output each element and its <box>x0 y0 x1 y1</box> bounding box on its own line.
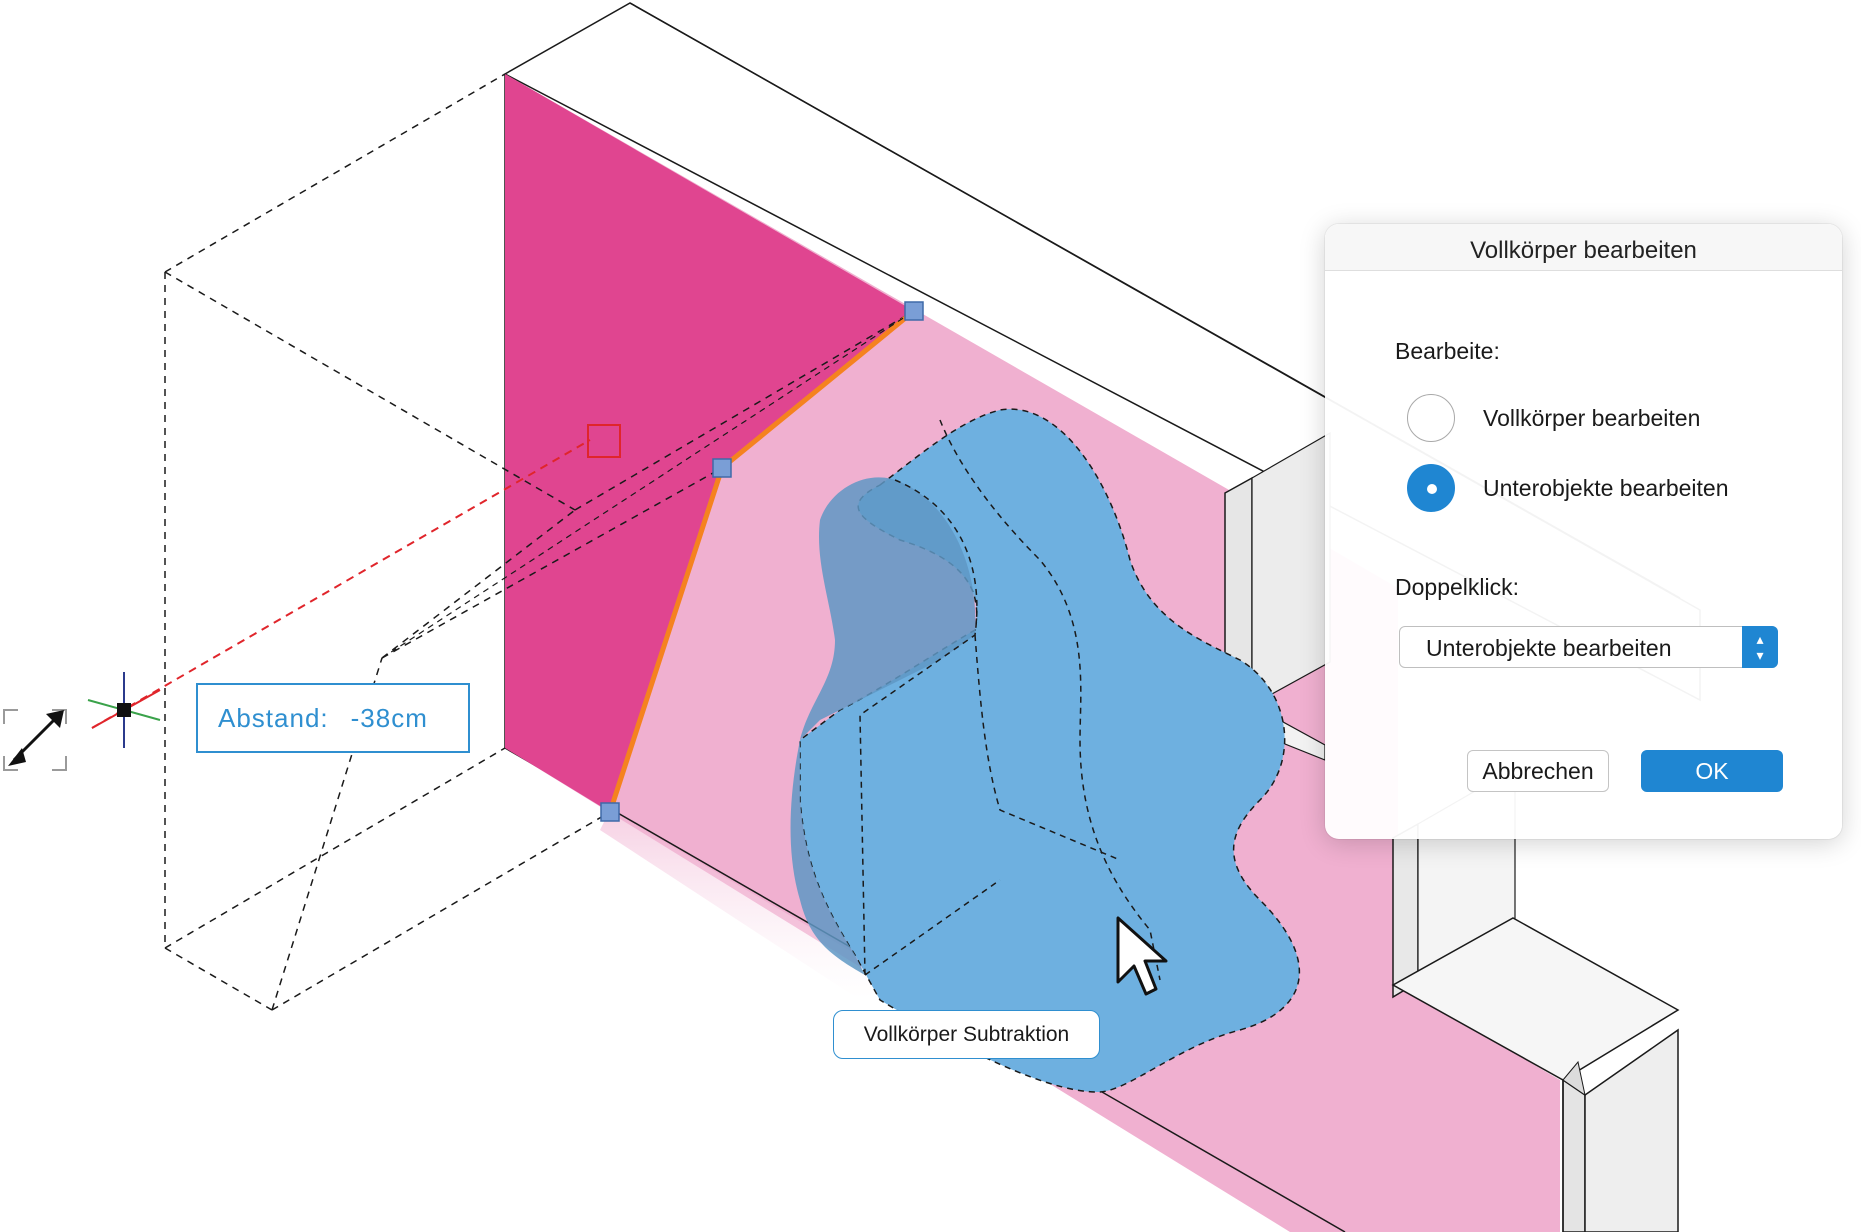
pointer-cursor-icon <box>1116 916 1168 996</box>
radio-edit-solid-label: Vollkörper bearbeiten <box>1483 404 1701 431</box>
guide-line-dashed <box>381 310 915 659</box>
chevron-updown-icon[interactable]: ▴▾ <box>1742 626 1778 668</box>
ledge-top <box>1391 917 1680 1081</box>
edit-solid-dialog: Vollkörper bearbeiten Bearbeite: Vollkör… <box>1325 224 1842 839</box>
edge-handle-top[interactable] <box>904 301 924 321</box>
snap-crosshair <box>87 672 161 748</box>
cancel-button[interactable]: Abbrechen <box>1467 750 1609 792</box>
distance-value: -38cm <box>350 702 428 733</box>
ledge-side <box>1584 1028 1679 1232</box>
edge-handle-bottom[interactable] <box>600 802 620 822</box>
resize-diagonal-icon[interactable] <box>3 709 67 771</box>
snap-target-icon <box>587 424 621 458</box>
ok-button[interactable]: OK <box>1641 750 1783 792</box>
ghost-box <box>164 73 915 1011</box>
radio-unchecked[interactable] <box>1407 394 1455 442</box>
distance-label: Abstand: <box>218 702 329 733</box>
subtraction-tooltip: Vollkörper Subtraktion <box>833 1010 1100 1059</box>
edit-section-label: Bearbeite: <box>1395 338 1500 364</box>
subtraction-dashed-contours <box>859 419 1161 981</box>
ledge-bevel <box>1562 1060 1586 1097</box>
radio-edit-subobjects-label: Unterobjekte bearbeiten <box>1483 474 1729 501</box>
ledge-front <box>1562 1078 1586 1232</box>
selected-face[interactable] <box>505 74 914 812</box>
radio-edit-solid[interactable]: Vollkörper bearbeiten <box>1407 394 1700 442</box>
doubleclick-select-value: Unterobjekte bearbeiten <box>1426 635 1672 661</box>
window-reveal-inner <box>1251 431 1331 707</box>
edge-handle-mid[interactable] <box>712 458 732 478</box>
dialog-title: Vollkörper bearbeiten <box>1325 224 1842 271</box>
distance-readout[interactable]: Abstand: -38cm <box>196 683 470 753</box>
radio-checked[interactable] <box>1407 464 1455 512</box>
doubleclick-select[interactable]: Unterobjekte bearbeiten ▴▾ <box>1399 626 1778 668</box>
doubleclick-label: Doppelklick: <box>1395 574 1519 600</box>
pillar-front <box>1392 822 1419 999</box>
subtraction-solid-shadow <box>790 477 976 975</box>
wall-bottom-fade <box>600 810 900 1000</box>
radio-edit-subobjects[interactable]: Unterobjekte bearbeiten <box>1407 464 1729 512</box>
distance-guide <box>91 439 591 729</box>
